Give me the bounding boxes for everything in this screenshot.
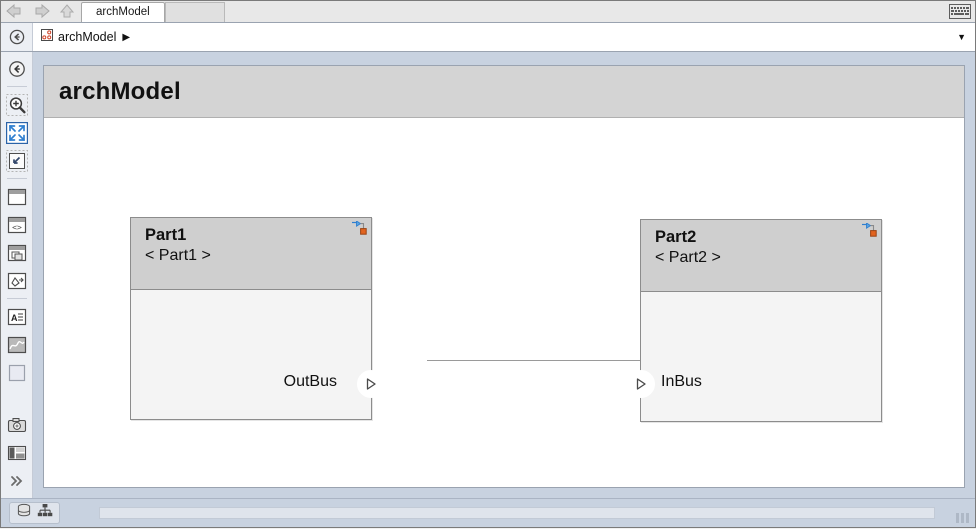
annotation-tool[interactable]: A bbox=[4, 304, 30, 330]
breadcrumb: archModel ▶ bbox=[33, 28, 957, 47]
palette-separator bbox=[6, 86, 27, 87]
block-part2-stereotype: < Part2 > bbox=[655, 249, 721, 266]
magnifier-plus-icon bbox=[5, 94, 28, 116]
back-arrow-icon[interactable] bbox=[5, 3, 25, 19]
fit-to-view-tool[interactable] bbox=[4, 120, 30, 146]
keyboard-icon[interactable] bbox=[949, 4, 971, 19]
palette-separator bbox=[6, 178, 27, 179]
layout-tool[interactable] bbox=[4, 440, 30, 466]
model-reference-badge-icon bbox=[351, 220, 367, 236]
status-bar bbox=[1, 498, 975, 527]
variant-component-tool[interactable] bbox=[4, 240, 30, 266]
block-part1-name: Part1 bbox=[145, 226, 187, 244]
database-icon[interactable] bbox=[16, 503, 32, 523]
circle-left-arrow-icon bbox=[9, 29, 24, 45]
input-port-inbus[interactable] bbox=[627, 370, 655, 398]
component-tool[interactable] bbox=[4, 184, 30, 210]
component-block-icon bbox=[7, 188, 26, 206]
block-part2[interactable]: Part2 < Part2 > bbox=[627, 219, 882, 422]
output-port-outbus[interactable] bbox=[357, 370, 385, 398]
model-banner: archModel bbox=[44, 66, 964, 118]
signal-scope-icon bbox=[7, 336, 26, 354]
tab-archmodel[interactable]: archModel bbox=[81, 2, 165, 22]
input-port-triangle-icon bbox=[636, 378, 646, 390]
reference-component-icon: <> bbox=[7, 216, 26, 234]
svg-text:A: A bbox=[11, 313, 18, 323]
tab-strip-filler bbox=[164, 2, 225, 22]
forward-arrow-icon[interactable] bbox=[31, 3, 51, 19]
zoom-in-tool[interactable] bbox=[4, 92, 30, 118]
block-part2-body: InBus bbox=[627, 292, 881, 421]
variant-component-icon bbox=[7, 244, 26, 262]
model-reference-badge-icon bbox=[861, 222, 877, 238]
reference-component-tool[interactable]: <> bbox=[4, 212, 30, 238]
block-part1[interactable]: Part1 < Part1 > OutBus bbox=[130, 217, 385, 420]
layout-panel-icon bbox=[7, 445, 26, 461]
up-arrow-icon[interactable] bbox=[57, 3, 77, 19]
port-label-outbus: OutBus bbox=[283, 373, 337, 390]
block-part1-header: Part1 < Part1 > bbox=[131, 218, 371, 290]
output-port-triangle-icon bbox=[366, 378, 376, 390]
signal-viewer-tool[interactable] bbox=[4, 332, 30, 358]
canvas-viewport[interactable]: archModel Part1 < Part1 > bbox=[33, 52, 975, 498]
annotation-text-icon: A bbox=[7, 308, 26, 326]
camera-icon bbox=[7, 418, 26, 433]
palette-separator bbox=[6, 298, 27, 299]
block-part2-header: Part2 < Part2 > bbox=[641, 220, 881, 292]
more-tools[interactable] bbox=[4, 468, 30, 494]
state-transition-icon bbox=[7, 272, 26, 290]
state-transition-tool[interactable] bbox=[4, 268, 30, 294]
empty-area-icon bbox=[8, 364, 25, 382]
circle-left-arrow-icon bbox=[8, 61, 25, 77]
area-tool[interactable] bbox=[4, 360, 30, 386]
zoom-region-icon bbox=[5, 150, 28, 172]
navigation-buttons bbox=[1, 0, 81, 22]
hierarchy-icon[interactable] bbox=[37, 503, 53, 523]
status-message-area bbox=[99, 507, 935, 519]
block-part1-body: OutBus bbox=[131, 290, 385, 419]
port-label-inbus: InBus bbox=[661, 373, 702, 390]
resize-grip-icon[interactable] bbox=[954, 510, 972, 524]
zoom-region-tool[interactable] bbox=[4, 148, 30, 174]
status-tool-group bbox=[9, 502, 60, 524]
block-part1-stereotype: < Part1 > bbox=[145, 247, 211, 264]
tab-bar: archModel bbox=[1, 1, 975, 23]
chevron-double-right-icon bbox=[10, 476, 22, 486]
breadcrumb-dropdown-icon[interactable]: ▼ bbox=[957, 32, 966, 42]
breadcrumb-bar: archModel ▶ ▼ bbox=[1, 23, 975, 52]
navigate-up-tool[interactable] bbox=[4, 56, 30, 82]
navigate-up-button[interactable] bbox=[1, 23, 33, 51]
breadcrumb-label[interactable]: archModel bbox=[58, 30, 117, 44]
svg-text:<>: <> bbox=[12, 223, 22, 232]
block-part2-name: Part2 bbox=[655, 228, 697, 246]
bus-connection[interactable] bbox=[427, 360, 667, 361]
tool-palette: <> A bbox=[1, 52, 33, 498]
fit-to-view-icon bbox=[5, 122, 28, 144]
page-title: archModel bbox=[59, 77, 181, 105]
breadcrumb-caret-icon[interactable]: ▶ bbox=[122, 31, 131, 43]
tab-strip: archModel bbox=[81, 0, 225, 22]
architecture-model-icon bbox=[40, 28, 54, 47]
camera-tool[interactable] bbox=[4, 412, 30, 438]
diagram-canvas[interactable]: archModel Part1 < Part1 > bbox=[43, 65, 965, 488]
